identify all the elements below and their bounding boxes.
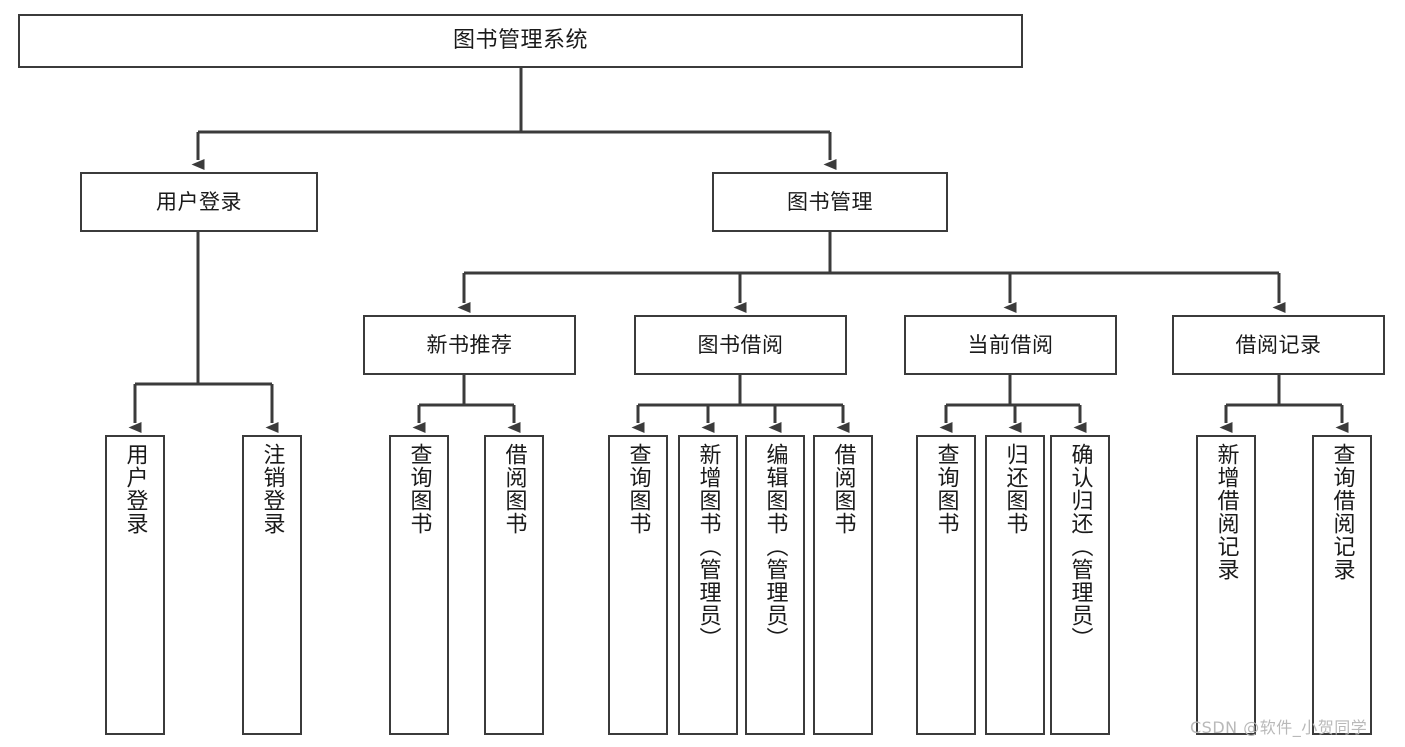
- node-label: 图书管理: [787, 189, 873, 214]
- node-label: 图书借阅: [697, 332, 784, 357]
- node-label: 查询借阅记录: [1329, 443, 1355, 581]
- node-label: 注销登录: [259, 443, 285, 535]
- node-label: 图书管理系统: [452, 28, 588, 54]
- leaf-add-borrow-record[interactable]: 新增借阅记录: [1196, 435, 1256, 735]
- node-label: 查询图书: [625, 443, 651, 535]
- node-new-book-recommend[interactable]: 新书推荐: [363, 315, 576, 375]
- leaf-add-book-admin[interactable]: 新增图书（管理员）: [678, 435, 738, 735]
- node-label: 借阅图书: [501, 443, 527, 535]
- node-label: 编辑图书（管理员）: [762, 443, 788, 650]
- leaf-query-borrow-record[interactable]: 查询借阅记录: [1312, 435, 1372, 735]
- node-current-borrow[interactable]: 当前借阅: [904, 315, 1117, 375]
- node-root[interactable]: 图书管理系统: [18, 14, 1023, 68]
- node-label: 新增图书（管理员）: [695, 443, 721, 650]
- node-label: 用户登录: [122, 443, 148, 535]
- node-label: 借阅记录: [1235, 332, 1322, 357]
- leaf-logout[interactable]: 注销登录: [242, 435, 302, 735]
- node-book-borrow[interactable]: 图书借阅: [634, 315, 847, 375]
- node-borrow-record[interactable]: 借阅记录: [1172, 315, 1385, 375]
- leaf-borrow-book-new[interactable]: 借阅图书: [484, 435, 544, 735]
- leaf-query-book-new[interactable]: 查询图书: [389, 435, 449, 735]
- leaf-query-book-borrow[interactable]: 查询图书: [608, 435, 668, 735]
- node-book-management[interactable]: 图书管理: [712, 172, 948, 232]
- leaf-query-book-current[interactable]: 查询图书: [916, 435, 976, 735]
- leaf-return-book[interactable]: 归还图书: [985, 435, 1045, 735]
- node-label: 查询图书: [406, 443, 432, 535]
- leaf-edit-book-admin[interactable]: 编辑图书（管理员）: [745, 435, 805, 735]
- node-label: 新书推荐: [426, 332, 513, 357]
- node-label: 确认归还（管理员）: [1067, 443, 1093, 650]
- watermark: CSDN @软件_小贺同学: [1190, 718, 1368, 737]
- leaf-confirm-return-admin[interactable]: 确认归还（管理员）: [1050, 435, 1110, 735]
- node-label: 当前借阅: [967, 332, 1054, 357]
- node-label: 查询图书: [933, 443, 959, 535]
- leaf-user-login[interactable]: 用户登录: [105, 435, 165, 735]
- node-user-login[interactable]: 用户登录: [80, 172, 318, 232]
- node-label: 用户登录: [156, 189, 242, 214]
- node-label: 借阅图书: [830, 443, 856, 535]
- node-label: 归还图书: [1002, 443, 1028, 535]
- node-label: 新增借阅记录: [1213, 443, 1239, 581]
- leaf-borrow-book[interactable]: 借阅图书: [813, 435, 873, 735]
